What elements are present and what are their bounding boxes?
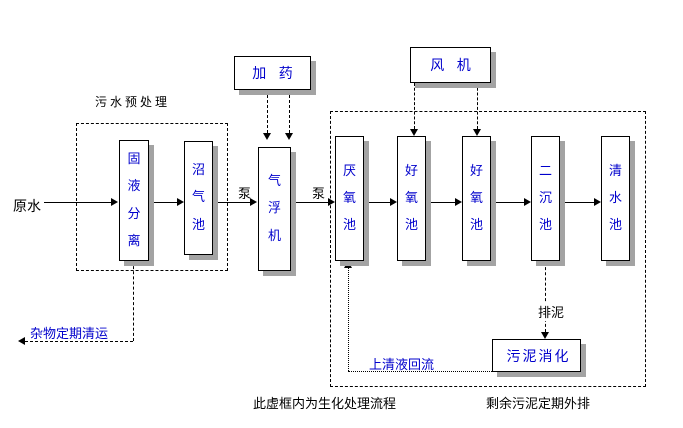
aerobic-tank-1-text: 好氧池 xyxy=(404,163,418,234)
arrow-raw-to-separation-line xyxy=(44,202,111,203)
raw-water-label: 原水 xyxy=(13,199,41,215)
anaerobic-tank-box: 厌氧池 xyxy=(335,136,364,261)
pretreatment-label: 污水预处理 xyxy=(95,95,171,109)
excess-sludge-note-label: 剩余污泥定期外排 xyxy=(486,397,591,412)
secondary-sedimentation-text: 二沉池 xyxy=(538,163,552,234)
aerobic-tank-2-text: 好氧池 xyxy=(469,163,483,234)
arrow-fan-to-aerobic1-head xyxy=(410,129,418,136)
arrow-flotation-to-anaerobic-line xyxy=(293,202,328,203)
dosing-box: 加 药 xyxy=(234,56,311,90)
pump-right-label: 泵 xyxy=(312,187,326,202)
arrow-secondary-to-digestion-head xyxy=(541,332,549,339)
arrow-fan-to-aerobic1-line xyxy=(414,83,415,129)
sludge-digestion-text: 污泥消化 xyxy=(506,348,571,365)
air-flotation-text: 气浮机 xyxy=(267,174,281,244)
debris-path-vertical-line xyxy=(133,261,134,341)
aerobic-tank-2-box: 好氧池 xyxy=(462,136,491,261)
arrow-aerobic1-to-aerobic2-line xyxy=(428,202,455,203)
debris-removal-label: 杂物定期清运 xyxy=(30,327,109,342)
solid-liquid-separation-box: 固液分离 xyxy=(119,140,149,261)
arrow-dosing-to-flotation-2-line xyxy=(289,90,290,133)
reflux-path-horizontal-line xyxy=(348,371,492,372)
biochem-note-label: 此虚框内为生化处理流程 xyxy=(253,397,397,412)
sludge-discharge-label: 排泥 xyxy=(536,302,567,321)
arrow-aerobic2-to-secondary-line xyxy=(493,202,524,203)
arrow-anaerobic-to-aerobic1-line xyxy=(366,202,390,203)
arrow-anaerobic-to-aerobic1-head xyxy=(390,198,397,206)
secondary-sedimentation-box: 二沉池 xyxy=(531,136,560,261)
fan-text: 风 机 xyxy=(430,58,475,74)
arrow-dosing-to-flotation-1-head xyxy=(263,133,271,140)
arrow-secondary-to-clearwater-head xyxy=(594,198,601,206)
debris-path-head xyxy=(18,337,25,345)
arrow-biogas-to-flotation-head xyxy=(250,198,257,206)
arrow-separation-to-biogas-line xyxy=(151,202,177,203)
clear-water-tank-text: 清水池 xyxy=(608,163,622,234)
solid-liquid-separation-text: 固液分离 xyxy=(127,151,141,249)
biochemical-dashed-box xyxy=(330,111,646,387)
pretreatment-dashed-box xyxy=(76,123,228,271)
arrow-secondary-to-digestion-line xyxy=(545,262,546,332)
arrow-aerobic1-to-aerobic2-head xyxy=(455,198,462,206)
arrow-aerobic2-to-secondary-head xyxy=(524,198,531,206)
arrow-raw-to-separation-head xyxy=(111,198,118,206)
reflux-path-vertical-line xyxy=(348,268,349,371)
arrow-secondary-to-clearwater-line xyxy=(562,202,594,203)
air-flotation-box: 气浮机 xyxy=(258,147,291,271)
dosing-text: 加 药 xyxy=(252,66,297,82)
biogas-tank-box: 沼气池 xyxy=(184,141,213,255)
arrow-fan-to-aerobic2-line xyxy=(477,83,478,129)
arrow-dosing-to-flotation-1-line xyxy=(267,90,268,133)
fan-box: 风 机 xyxy=(410,47,491,83)
biogas-tank-text: 沼气池 xyxy=(191,163,205,233)
clear-water-tank-box: 清水池 xyxy=(601,136,630,261)
arrow-biogas-to-flotation-line xyxy=(215,202,250,203)
aerobic-tank-1-box: 好氧池 xyxy=(397,136,426,261)
supernatant-reflux-label: 上清液回流 xyxy=(369,358,435,373)
anaerobic-tank-text: 厌氧池 xyxy=(342,163,356,234)
debris-path-horizontal-line xyxy=(25,341,133,342)
arrow-flotation-to-anaerobic-head xyxy=(328,198,335,206)
arrow-fan-to-aerobic2-head xyxy=(473,129,481,136)
reflux-path-head xyxy=(344,261,352,268)
pump-left-label: 泵 xyxy=(238,187,252,202)
sludge-digestion-box: 污泥消化 xyxy=(492,339,581,372)
arrow-separation-to-biogas-head xyxy=(177,198,184,206)
arrow-dosing-to-flotation-2-head xyxy=(285,133,293,140)
